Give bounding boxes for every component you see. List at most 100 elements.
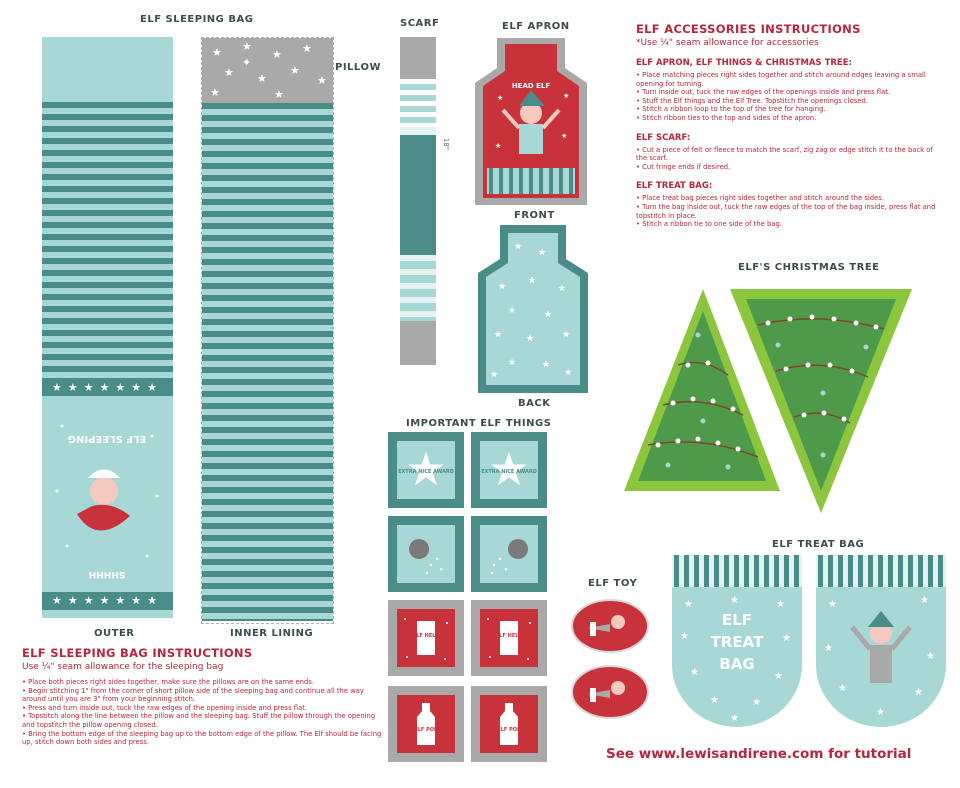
svg-text:★: ★ (710, 695, 719, 706)
accessories-subtitle: *Use ¼" seam allowance for accessories (636, 38, 819, 48)
svg-text:★: ★ (920, 595, 929, 606)
scarf-section-heading: ELF SCARF: (636, 132, 691, 143)
star-band-top: ★★★★★★★ (42, 380, 173, 396)
step-item: Stitch a ribbon loop to the top of the t… (636, 105, 936, 114)
svg-text:★: ★ (752, 697, 761, 708)
scarf-piece (400, 37, 436, 365)
svg-text:★: ★ (508, 358, 516, 368)
elf-toy-piece-2 (570, 664, 650, 724)
snowglobe-square-2 (471, 516, 547, 592)
svg-text:★: ★ (514, 242, 522, 252)
svg-text:★: ★ (242, 40, 252, 53)
svg-text:★: ★ (224, 66, 234, 79)
shhh-text: SHHHH (89, 569, 126, 579)
step-item: Turn inside out, tuck the raw edges of t… (636, 88, 936, 97)
sleeping-instructions-subtitle: Use ¼" seam allowance for the sleeping b… (22, 662, 224, 672)
sleeping-bag-inner-lining: ★★★★ ★★★★ ★★✦ (201, 37, 334, 624)
back-label: BACK (518, 398, 551, 409)
step-item: Place treat bag pieces right sides toget… (636, 194, 936, 203)
outer-label: OUTER (94, 628, 135, 639)
scarf-size: 18" (442, 137, 451, 151)
svg-text:★: ★ (730, 595, 739, 606)
svg-text:★: ★ (302, 42, 312, 55)
important-things-label: IMPORTANT ELF THINGS (406, 418, 552, 429)
star-band-bottom: ★★★★★★★ (42, 592, 173, 610)
svg-text:★: ★ (730, 713, 739, 724)
svg-text:★: ★ (926, 651, 935, 662)
svg-text:★: ★ (272, 48, 282, 61)
step-item: Place matching pieces right sides togeth… (636, 71, 936, 88)
svg-text:★: ★ (495, 142, 501, 150)
pillow-label: PILLOW (335, 62, 381, 73)
step-item: Stitch ribbon ties to the top and sides … (636, 114, 936, 123)
step-item: Cut fringe ends if desired. (636, 163, 936, 172)
front-label: FRONT (514, 210, 555, 221)
svg-text:★: ★ (914, 687, 923, 698)
svg-text:★: ★ (684, 599, 693, 610)
step-item: Begin stitching 1" from the corner of sh… (22, 687, 382, 704)
sleeping-steps: Place both pieces right sides together, … (22, 678, 382, 747)
svg-text:★: ★ (538, 248, 546, 258)
svg-text:★: ★ (558, 284, 566, 294)
step-item: Stuff the Elf things and the Elf Tree. T… (636, 97, 936, 106)
svg-text:★: ★ (317, 74, 327, 87)
treat-bag-label: ELF TREAT BAG (772, 539, 865, 550)
svg-text:★: ★ (824, 643, 833, 654)
svg-text:★: ★ (488, 442, 529, 496)
scarf-steps: Cut a piece of felt or fleece to match t… (636, 146, 936, 172)
svg-text:★: ★ (782, 633, 791, 644)
christmas-tree-label: ELF'S CHRISTMAS TREE (738, 262, 880, 273)
apron-front-piece: HEAD ELF ★ ★ ★ ★ (475, 38, 587, 205)
treat-bag-back: ★ ★ ★ ★ ★ ★ ★ (814, 555, 948, 733)
elf-pop-square-2: ELF POP (471, 686, 547, 762)
svg-text:★: ★ (497, 94, 503, 102)
svg-text:★: ★ (508, 306, 516, 316)
step-item: Place both pieces right sides together, … (22, 678, 382, 687)
svg-text:★: ★ (563, 92, 569, 100)
svg-text:★: ★ (838, 683, 847, 694)
inner-lining-label: INNER LINING (230, 628, 314, 639)
step-item: Cut a piece of felt or fleece to match t… (636, 146, 936, 163)
elf-sleeping-panel: ELF SLEEPING SHHHH (42, 396, 173, 592)
treat-bag-section-heading: ELF TREAT BAG: (636, 181, 713, 192)
step-item: Press and turn inside out, tuck the raw … (22, 704, 382, 713)
treat-text-line1: ELF (722, 611, 752, 629)
sleeping-elf-illustration: ELF SLEEPING SHHHH (55, 424, 159, 579)
treat-bag-steps: Place treat bag pieces right sides toget… (636, 194, 936, 228)
apron-section-heading: ELF APRON, ELF THINGS & CHRISTMAS TREE: (636, 58, 852, 68)
pillow-panel: ★★★★ ★★★★ ★★✦ (202, 38, 333, 103)
elf-sleeping-text: ELF SLEEPING (68, 433, 146, 444)
award-text: EXTRA NICE AWARD (398, 469, 454, 475)
treat-text-line2: TREAT (711, 633, 764, 651)
scarf-label: SCARF (400, 18, 440, 29)
svg-text:★: ★ (494, 330, 502, 340)
accessories-instructions: ELF ACCESSORIES INSTRUCTIONS *Use ¼" sea… (636, 22, 936, 229)
svg-text:★: ★ (498, 282, 506, 292)
svg-text:★: ★ (828, 599, 837, 610)
svg-text:★: ★ (776, 599, 785, 610)
svg-text:★: ★ (526, 334, 534, 344)
svg-text:✦: ✦ (242, 56, 251, 69)
svg-text:★: ★ (564, 368, 572, 378)
apron-steps: Place matching pieces right sides togeth… (636, 71, 936, 123)
award-text: EXTRA NICE AWARD (481, 469, 537, 475)
svg-text:★: ★ (561, 132, 567, 140)
elf-help-text: ELF HELP (413, 633, 440, 639)
head-elf-text: HEAD ELF (512, 82, 551, 90)
svg-text:★: ★ (405, 442, 446, 496)
elf-help-square-2: ELF HELP (471, 600, 547, 676)
sleeping-instructions-title: ELF SLEEPING BAG INSTRUCTIONS (22, 646, 253, 660)
svg-text:★: ★ (876, 707, 885, 718)
svg-text:★: ★ (274, 88, 284, 101)
svg-text:★: ★ (774, 671, 783, 682)
step-item: Topstitch along the line between the pil… (22, 712, 382, 729)
elf-pop-square-1: ELF POP (388, 686, 464, 762)
svg-text:★: ★ (257, 72, 267, 85)
treat-text-line3: BAG (719, 655, 754, 673)
step-item: Bring the bottom edge of the sleeping ba… (22, 730, 382, 747)
award-square-1: ★EXTRA NICE AWARD (388, 432, 464, 508)
svg-text:★: ★ (210, 86, 220, 99)
sleeping-bag-outer: ★★★★★★★ ELF SLEEPING SHHHH ★★★★★★★ (42, 37, 173, 622)
tutorial-link[interactable]: See www.lewisandirene.com for tutorial (606, 746, 912, 762)
accessories-title: ELF ACCESSORIES INSTRUCTIONS (636, 22, 861, 36)
